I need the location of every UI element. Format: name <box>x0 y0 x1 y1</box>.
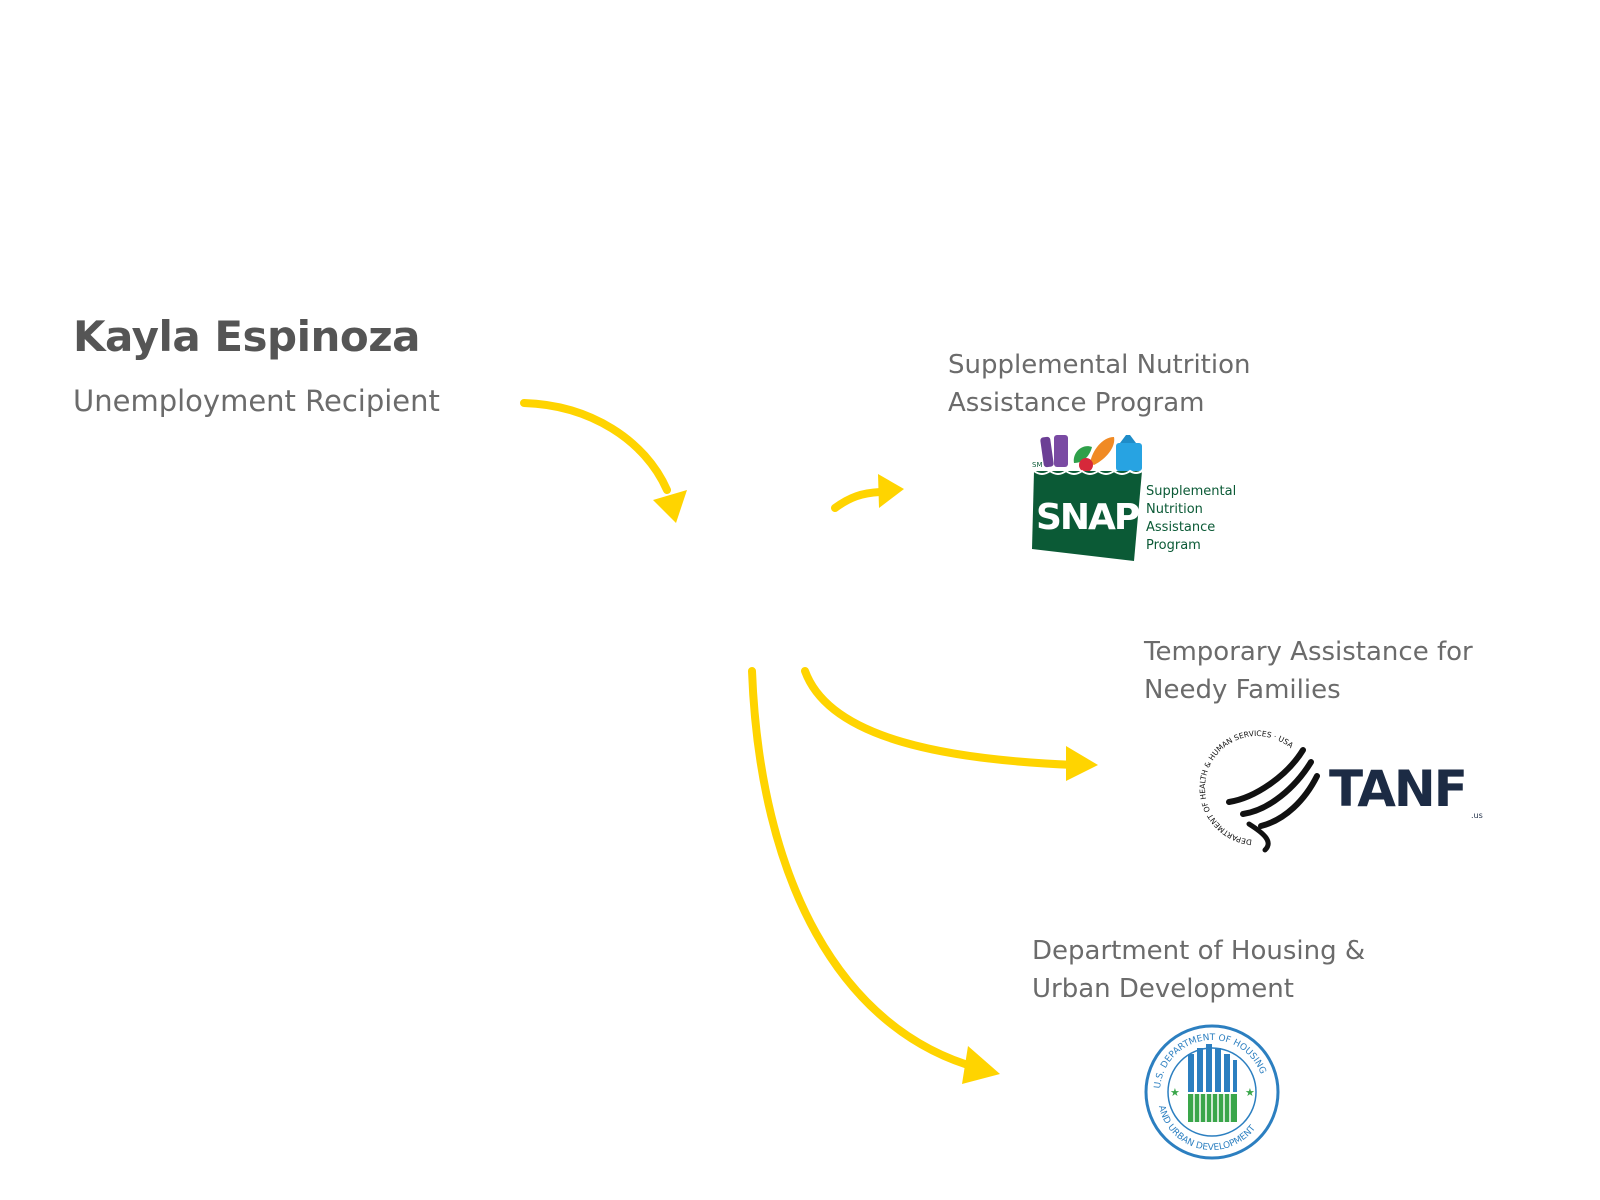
person-role: Unemployment Recipient <box>73 384 440 418</box>
arrow-hub-to-hud <box>748 667 982 1072</box>
snap-logo: SM SNAP Supplemental Nutrition Assistanc… <box>1032 435 1236 561</box>
hud-seal-logo: U.S. DEPARTMENT OF HOUSING AND URBAN DEV… <box>1144 1024 1280 1160</box>
tanf-label-line-1: Temporary Assistance for <box>1144 637 1473 667</box>
snap-line-nutrition: Nutrition <box>1146 502 1203 517</box>
tanf-domain-suffix: .us <box>1471 811 1483 820</box>
hud-label-line-1: Department of Housing & <box>1032 936 1366 966</box>
tanf-label-line-2: Needy Families <box>1144 675 1341 705</box>
arrow-person-to-hub <box>520 399 671 494</box>
snap-line-assistance: Assistance <box>1146 520 1215 535</box>
snap-wordmark: SNAP <box>1036 497 1139 538</box>
hud-program-label: Department of Housing & Urban Developmen… <box>1032 932 1365 1008</box>
hud-star-left-icon: ★ <box>1170 1086 1180 1099</box>
arrow-head-hud <box>962 1046 1000 1084</box>
grocery-items-icon <box>1040 435 1142 472</box>
hhs-seal-text: DEPARTMENT OF HEALTH & HUMAN SERVICES · … <box>1198 729 1296 847</box>
hud-label-line-2: Urban Development <box>1032 974 1294 1004</box>
arrow-head-tanf <box>1066 746 1098 781</box>
arrow-hub-to-snap <box>831 488 884 512</box>
snap-bag-shape <box>1032 471 1142 561</box>
tanf-program-label: Temporary Assistance for Needy Families <box>1144 633 1473 709</box>
snap-line-supplemental: Supplemental <box>1146 484 1236 499</box>
snap-program-label: Supplemental Nutrition Assistance Progra… <box>948 346 1250 422</box>
person-name: Kayla Espinoza <box>73 312 421 361</box>
hud-building-icon <box>1188 1044 1237 1122</box>
snap-service-mark: SM <box>1032 461 1042 469</box>
hud-star-right-icon: ★ <box>1245 1086 1255 1099</box>
snap-line-program: Program <box>1146 538 1201 553</box>
tanf-logo: DEPARTMENT OF HEALTH & HUMAN SERVICES · … <box>1198 729 1483 853</box>
snap-label-line-1: Supplemental Nutrition <box>948 350 1251 380</box>
arrow-hub-to-tanf <box>801 667 1079 769</box>
arrow-head-snap <box>878 474 904 508</box>
snap-label-line-2: Assistance Program <box>948 388 1205 418</box>
tanf-wordmark: TANF <box>1329 760 1466 818</box>
hhs-eagle-icon <box>1226 747 1320 853</box>
arrow-head-hub <box>653 490 687 523</box>
